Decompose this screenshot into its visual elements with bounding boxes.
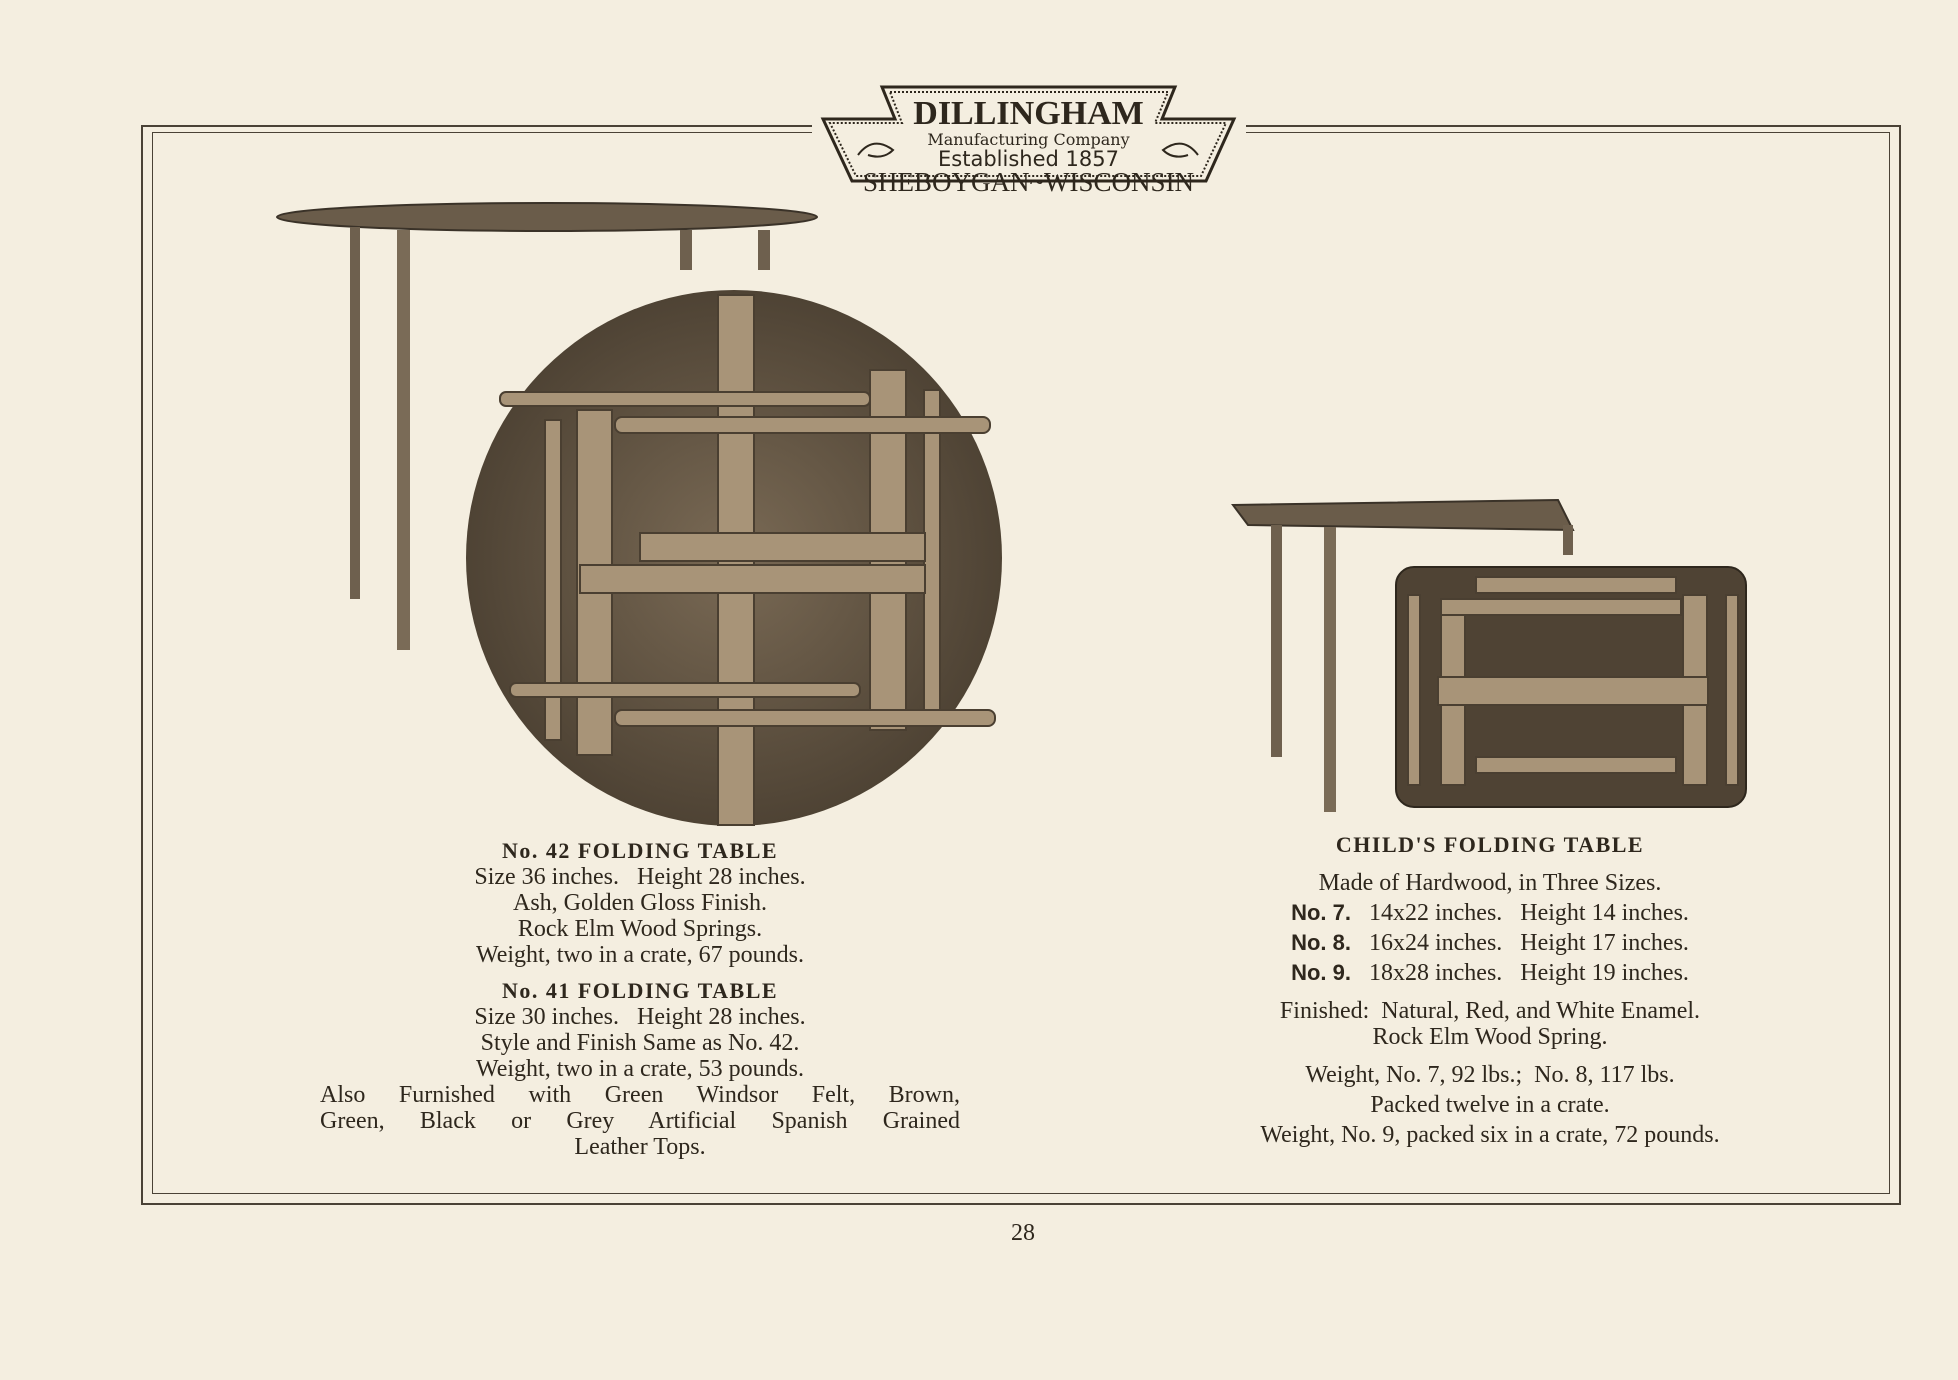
size-height: Height 14 inches. bbox=[1520, 900, 1689, 926]
finish-line: Finished: Natural, Red, and White Enamel… bbox=[1279, 998, 1701, 1024]
logo-location: SHEBOYGAN~WISCONSIN bbox=[862, 167, 1195, 197]
logo-established: Established 1857 bbox=[938, 147, 1119, 171]
size-row: No. 9. 18x28 inches. Height 19 inches. bbox=[1180, 960, 1800, 986]
no42-line: Rock Elm Wood Springs. bbox=[517, 916, 763, 942]
no42-line: Weight, two in a crate, 67 pounds. bbox=[476, 942, 804, 968]
size-no: No. 8. bbox=[1291, 930, 1351, 955]
weight-line: Packed twelve in a crate. bbox=[1370, 1092, 1610, 1118]
size-height: Height 17 inches. bbox=[1520, 930, 1689, 956]
logo-name: DILLINGHAM bbox=[913, 95, 1144, 132]
size-height: Height 19 inches. bbox=[1520, 960, 1689, 986]
spring-line: Rock Elm Wood Spring. bbox=[1372, 1024, 1608, 1050]
size-dim: 14x22 inches. bbox=[1368, 900, 1503, 926]
size-no: No. 7. bbox=[1291, 900, 1351, 925]
childs-intro: Made of Hardwood, in Three Sizes. bbox=[1318, 870, 1662, 896]
round-folding-table-image bbox=[276, 202, 1002, 826]
logo-subtitle: Manufacturing Company bbox=[927, 130, 1130, 149]
no41-title: No. 41 FOLDING TABLE bbox=[501, 978, 779, 1003]
size-row: No. 7. 14x22 inches. Height 14 inches. bbox=[1180, 900, 1800, 926]
company-logo: DILLINGHAM Manufacturing Company Establi… bbox=[818, 85, 1239, 203]
childs-folding-table-image bbox=[1231, 498, 1747, 812]
no42-line: Size 36 inches. Height 28 inches. bbox=[474, 864, 806, 890]
weight-line: Weight, No. 7, 92 lbs.; No. 8, 117 lbs. bbox=[1305, 1062, 1675, 1088]
size-dim: 16x24 inches. bbox=[1368, 930, 1503, 956]
size-row: No. 8. 16x24 inches. Height 17 inches. bbox=[1180, 930, 1800, 956]
no41-line: Also Furnished with Green Windsor Felt, … bbox=[320, 1082, 960, 1108]
childs-table-title: CHILD'S FOLDING TABLE bbox=[1335, 832, 1645, 857]
no41-line: Style and Finish Same as No. 42. bbox=[480, 1030, 800, 1056]
page-number: 28 bbox=[1011, 1220, 1035, 1246]
no41-line: Weight, two in a crate, 53 pounds. bbox=[476, 1056, 804, 1082]
no41-line: Size 30 inches. Height 28 inches. bbox=[474, 1004, 806, 1030]
childs-table-description: CHILD'S FOLDING TABLE Made of Hardwood, … bbox=[1180, 832, 1800, 1148]
no41-line: Leather Tops. bbox=[574, 1134, 706, 1160]
no42-line: Ash, Golden Gloss Finish. bbox=[512, 890, 768, 916]
size-dim: 18x28 inches. bbox=[1368, 960, 1503, 986]
size-no: No. 9. bbox=[1291, 960, 1351, 985]
no41-line: Green, Black or Grey Artificial Spanish … bbox=[320, 1108, 960, 1134]
weight-line: Weight, No. 9, packed six in a crate, 72… bbox=[1260, 1122, 1720, 1148]
no42-title: No. 42 FOLDING TABLE bbox=[501, 838, 779, 863]
no42-no41-description: No. 42 FOLDING TABLE Size 36 inches. Hei… bbox=[310, 838, 970, 1160]
